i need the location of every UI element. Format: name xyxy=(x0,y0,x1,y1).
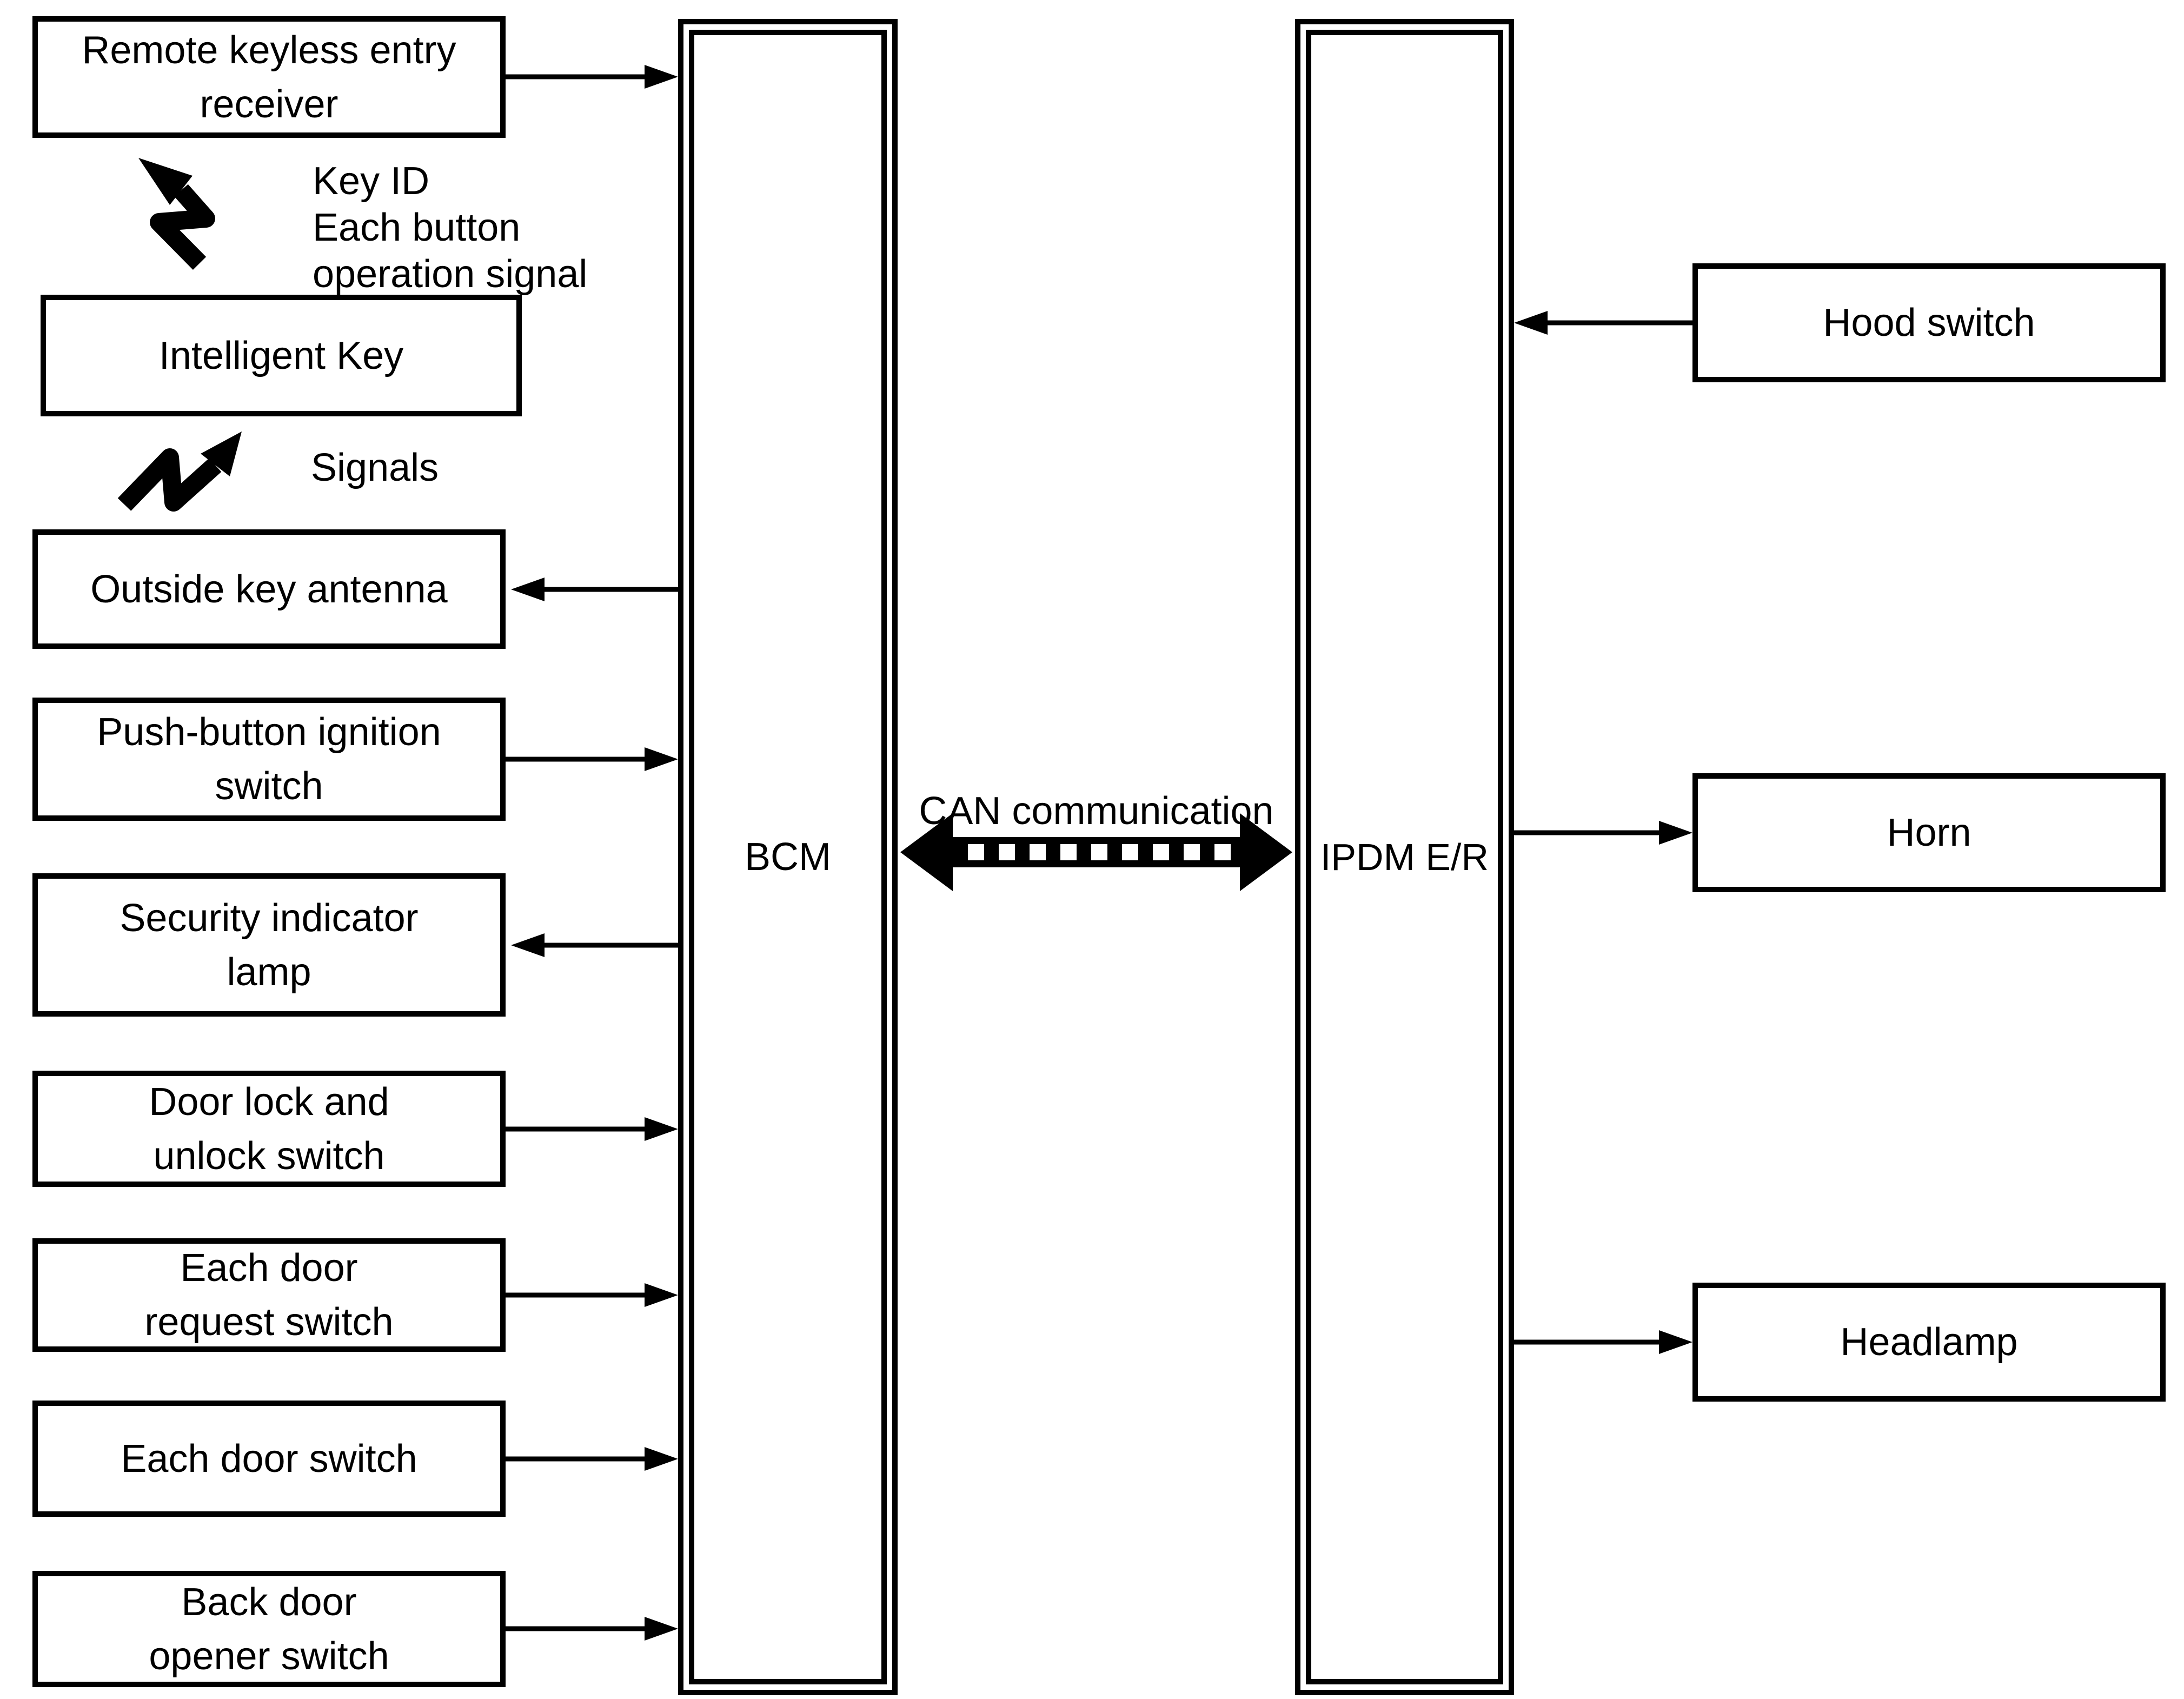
node-each-door-request-switch: Each door request switch xyxy=(32,1238,506,1352)
lightning-arrow-icon xyxy=(138,158,215,270)
arrow-ipdm-to-horn xyxy=(1514,821,1692,845)
arrow-door-lock-unlock-to-bcm xyxy=(506,1117,678,1141)
node-label: Intelligent Key xyxy=(158,334,404,377)
node-label: Outside key antenna xyxy=(90,567,448,611)
arrow-ipdm-to-headlamp xyxy=(1514,1330,1692,1354)
can-bus-arrow xyxy=(900,813,1292,891)
node-remote-keyless-entry-receiver: Remote keyless entry receiver xyxy=(32,16,506,138)
arrow-push-button-ignition-to-bcm xyxy=(506,747,678,771)
node-headlamp: Headlamp xyxy=(1692,1283,2166,1402)
node-label: Back door opener switch xyxy=(149,1580,389,1678)
node-label: Push-button ignition switch xyxy=(97,711,441,808)
node-label: Headlamp xyxy=(1840,1320,2018,1364)
node-label: Each door request switch xyxy=(144,1246,394,1344)
node-outside-key-antenna: Outside key antenna xyxy=(32,529,506,649)
can-communication-label: CAN communication xyxy=(919,789,1274,833)
arrow-bcm-to-security-indicator-lamp xyxy=(511,933,678,957)
node-ipdm-er: IPDM E/R xyxy=(1295,19,1514,1695)
node-label: Door lock and unlock switch xyxy=(149,1080,389,1178)
arrow-remote-receiver-to-bcm xyxy=(506,65,678,89)
node-label: Security indicator lamp xyxy=(120,896,419,994)
node-hood-switch: Hood switch xyxy=(1692,263,2166,382)
node-label: Hood switch xyxy=(1823,301,2035,344)
arrow-each-door-switch-to-bcm xyxy=(506,1447,678,1471)
arrow-hood-switch-to-ipdm xyxy=(1514,311,1692,335)
node-label: Horn xyxy=(1887,811,1971,854)
node-horn: Horn xyxy=(1692,773,2166,892)
node-each-door-switch: Each door switch xyxy=(32,1401,506,1517)
node-security-indicator-lamp: Security indicator lamp xyxy=(32,873,506,1017)
ipdm-inner-frame xyxy=(1306,30,1503,1684)
node-door-lock-and-unlock-switch: Door lock and unlock switch xyxy=(32,1071,506,1187)
node-label: Each door switch xyxy=(121,1437,417,1481)
node-push-button-ignition-switch: Push-button ignition switch xyxy=(32,698,506,821)
node-bcm: BCM xyxy=(678,19,898,1695)
node-label: Remote keyless entry receiver xyxy=(82,28,456,126)
lightning-arrow-icon xyxy=(117,432,242,512)
arrow-bcm-to-outside-key-antenna xyxy=(511,578,678,601)
wireless-signal-label: Signals xyxy=(311,446,439,489)
wireless-signal-label: Key ID Each button operation signal xyxy=(313,160,588,296)
arrow-back-door-opener-to-bcm xyxy=(506,1617,678,1641)
node-intelligent-key: Intelligent Key xyxy=(41,295,522,416)
arrow-door-request-switch-to-bcm xyxy=(506,1283,678,1307)
bcm-inner-frame xyxy=(689,30,887,1684)
node-back-door-opener-switch: Back door opener switch xyxy=(32,1571,506,1687)
bcm-label: BCM xyxy=(745,835,831,879)
ipdm-label: IPDM E/R xyxy=(1320,836,1489,878)
